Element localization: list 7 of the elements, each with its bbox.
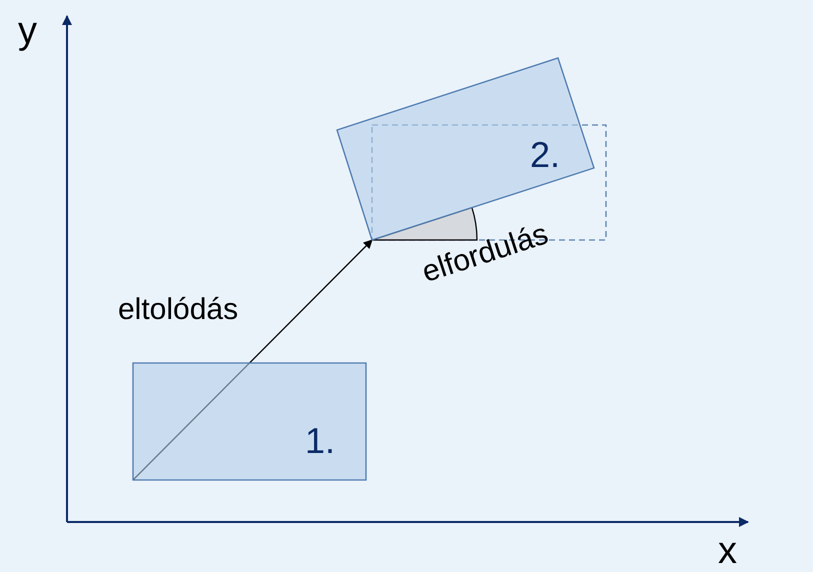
axis-label: x xyxy=(718,532,737,570)
rectangle xyxy=(133,363,366,480)
displacement-arrow xyxy=(132,239,373,480)
edge-label: eltolódás xyxy=(118,295,238,325)
axis-label: y xyxy=(18,12,37,50)
shape-number: 2. xyxy=(530,137,560,173)
shape-number: 1. xyxy=(305,423,336,459)
